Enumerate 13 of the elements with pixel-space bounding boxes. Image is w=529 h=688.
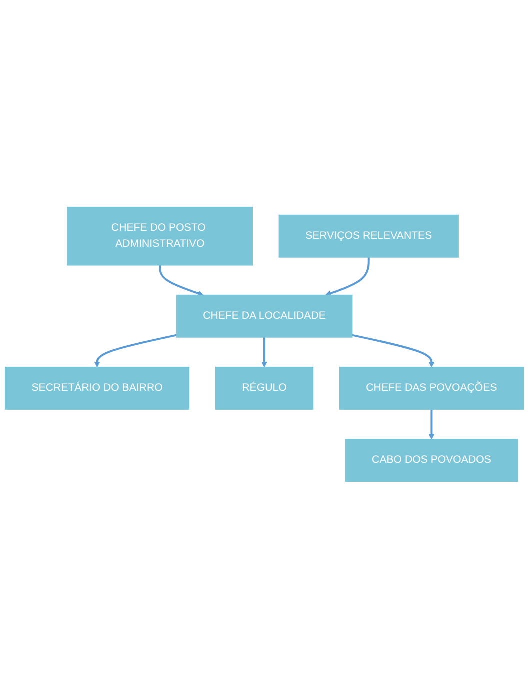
arrow [262,337,268,368]
node-box: SECRETÁRIO DO BAIRRO [4,366,190,410]
node-box: CHEFE DO POSTO ADMINISTRATIVO [67,206,254,266]
node-box: SERVIÇOS RELEVANTES [278,214,459,258]
node-box: CABO DOS POVOADOS [345,438,518,482]
node-box: RÉGULO [215,366,314,410]
arrow [94,334,177,368]
arrow [159,264,204,296]
arrow [326,257,370,296]
node-box: CHEFE DAS POVOAÇÕES [339,366,524,410]
arrow [352,334,435,368]
node-box: CHEFE DA LOCALIDADE [176,294,353,338]
arrow [428,409,435,440]
